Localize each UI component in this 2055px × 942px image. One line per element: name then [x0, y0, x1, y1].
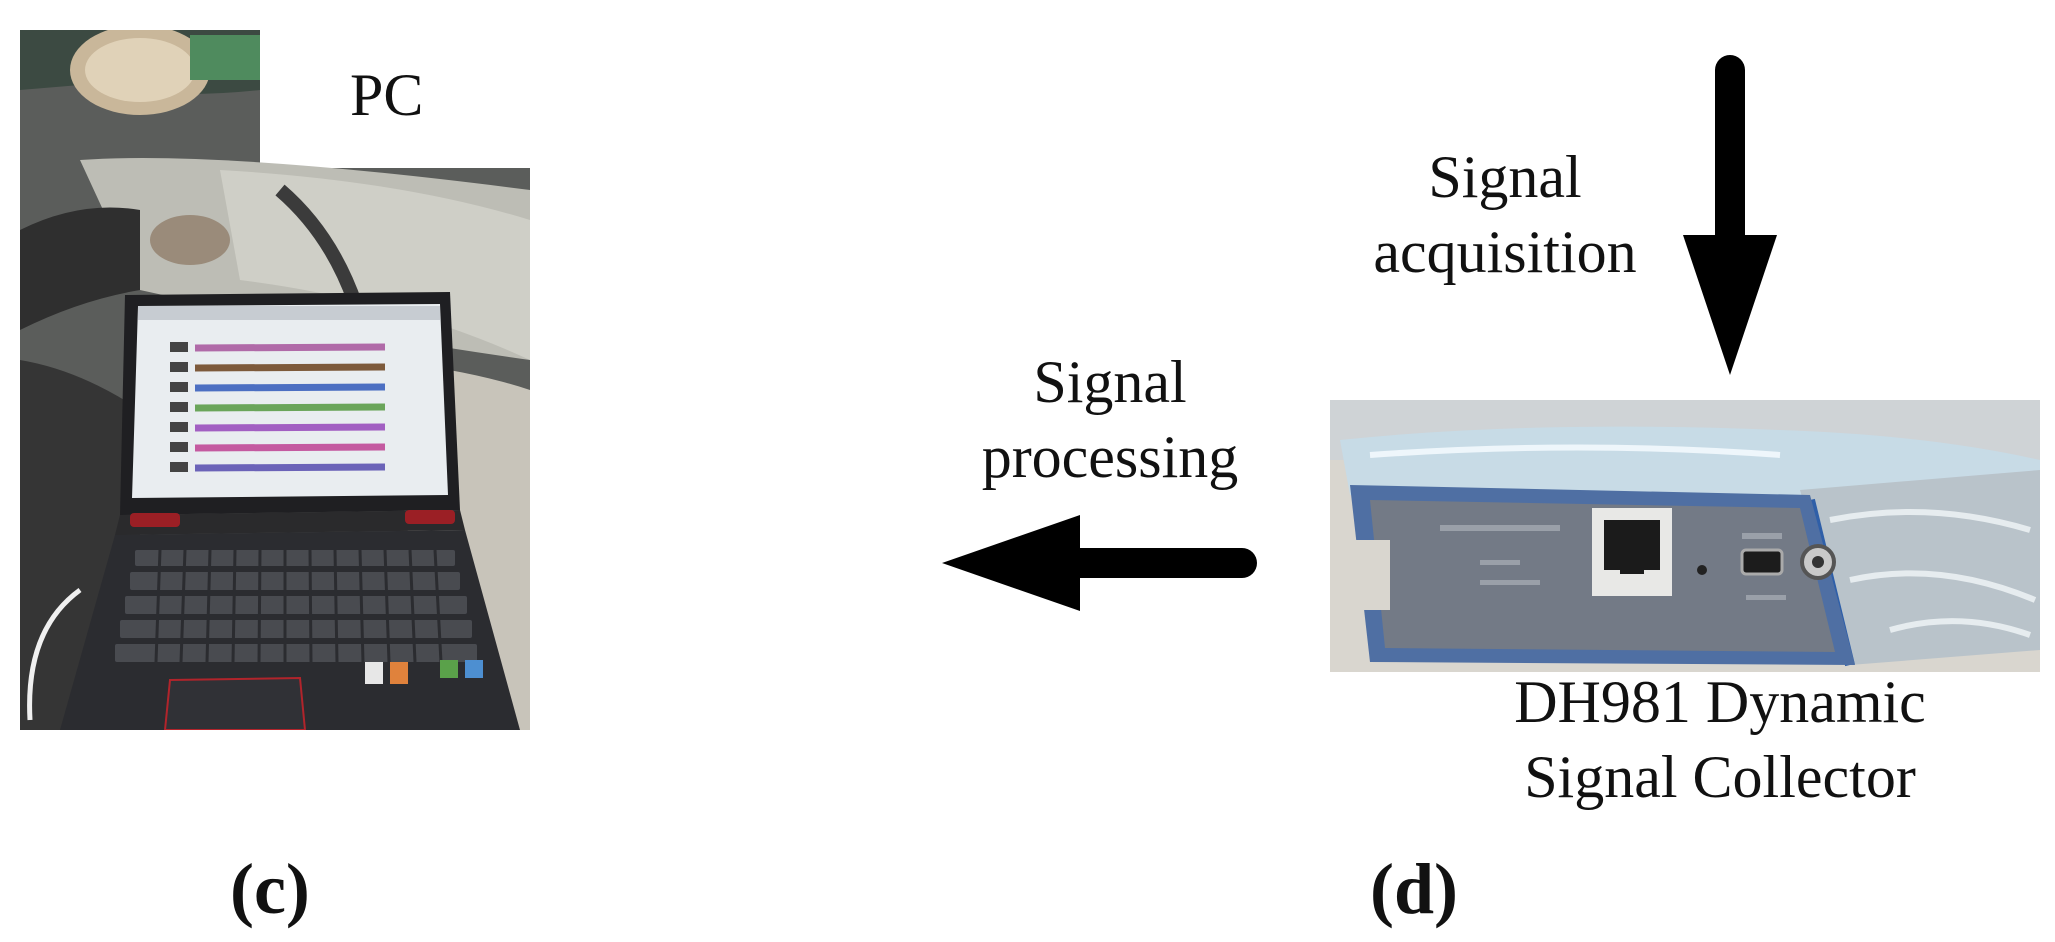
- arrow-down-icon: [1683, 55, 1777, 375]
- processing-label-line2: processing: [981, 424, 1239, 490]
- acquisition-label-line1: Signal: [1428, 144, 1582, 210]
- collector-label: DH981 Dynamic Signal Collector: [1435, 665, 2005, 815]
- device-photo: [1330, 400, 2040, 672]
- panel-label-d: (d): [1370, 849, 1458, 929]
- processing-label-line1: Signal: [1033, 349, 1187, 415]
- processing-label: Signal processing: [960, 345, 1260, 495]
- acquisition-label: Signal acquisition: [1345, 140, 1665, 290]
- arrow-left-icon: [942, 515, 1257, 611]
- panel-label-c: (c): [230, 849, 310, 929]
- collector-label-line2: Signal Collector: [1524, 744, 1916, 810]
- pc-label: PC: [350, 62, 424, 128]
- collector-label-line1: DH981 Dynamic: [1514, 669, 1926, 735]
- acquisition-label-line2: acquisition: [1373, 219, 1637, 285]
- laptop-photo: [20, 30, 530, 730]
